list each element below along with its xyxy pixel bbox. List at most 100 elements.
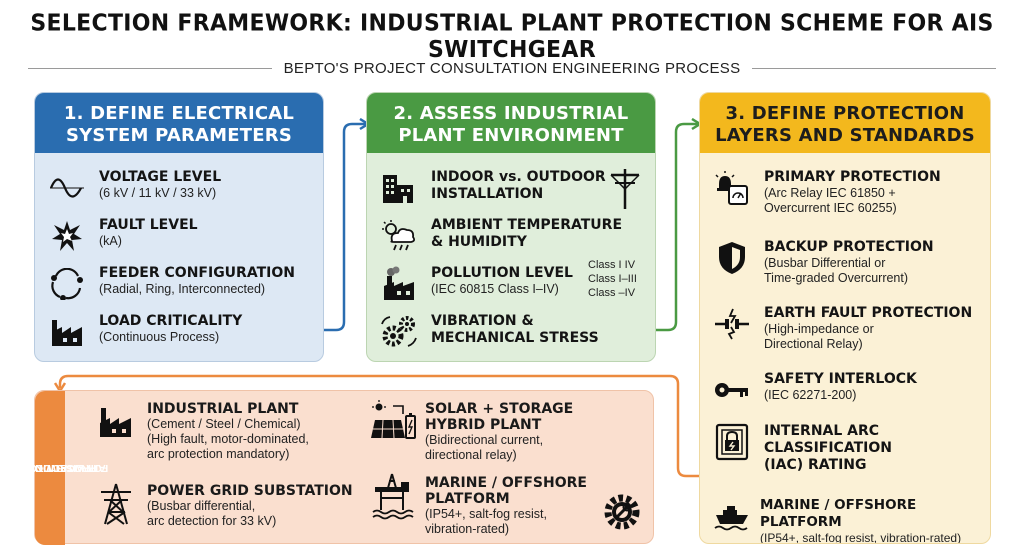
solar-battery-icon bbox=[371, 400, 417, 443]
item-title: CLASSIFICATION bbox=[764, 440, 892, 456]
scenario-desc: (Busbar differential, bbox=[147, 499, 256, 513]
step3-item-marine: MARINE / OFFSHORE PLATFORM(IP54+, salt-f… bbox=[710, 497, 990, 543]
item-title: FAULT LEVEL bbox=[99, 217, 198, 233]
scenario-power-grid: POWER GRID SUBSTATION(Busbar differentia… bbox=[93, 483, 353, 529]
class-label: Class I–III bbox=[588, 273, 637, 285]
step3-item-interlock: SAFETY INTERLOCK(IEC 62271-200) bbox=[710, 371, 917, 409]
item-desc: (High-impedance or bbox=[764, 322, 874, 336]
scenarios-side-label: APPLICATION SCENARIOS FOR AIS SWITCHGEAR… bbox=[0, 391, 108, 545]
item-title: SAFETY INTERLOCK bbox=[764, 371, 917, 387]
item-desc: (6 kV / 11 kV / 33 kV) bbox=[99, 186, 217, 200]
divider-right bbox=[752, 67, 997, 69]
item-desc: Time-graded Overcurrent) bbox=[764, 271, 909, 285]
item-title: VIBRATION & bbox=[431, 313, 534, 329]
step2-item-ambient: AMBIENT TEMPERATURE& HUMIDITY bbox=[377, 217, 622, 255]
scenario-industrial-plant: INDUSTRIAL PLANT(Cement / Steel / Chemic… bbox=[93, 401, 309, 462]
item-desc: Directional Relay) bbox=[764, 337, 863, 351]
item-title: PRIMARY PROTECTION bbox=[764, 169, 941, 185]
scenario-desc: (IP54+, salt-fog resist, bbox=[425, 507, 547, 521]
factory-icon bbox=[45, 313, 89, 351]
class-label: Class I IV bbox=[588, 259, 636, 271]
side-label-line3: PROTECTION bbox=[27, 462, 97, 474]
page-title: SELECTION FRAMEWORK: INDUSTRIAL PLANT PR… bbox=[30, 10, 994, 64]
item-desc: (IEC 62271-200) bbox=[764, 388, 857, 402]
item-desc: (kA) bbox=[99, 234, 122, 248]
scenario-title: POWER GRID SUBSTATION bbox=[147, 483, 353, 499]
scenario-desc: vibration-rated) bbox=[425, 522, 510, 536]
pollution-class-list: Class I IV Class I–III Class –IV bbox=[588, 258, 637, 300]
scenario-desc: (High fault, motor-dominated, bbox=[147, 432, 309, 446]
step3-heading: 3. DEFINE PROTECTION LAYERS AND STANDARD… bbox=[700, 93, 990, 153]
weather-icon bbox=[377, 217, 421, 255]
ship-icon bbox=[710, 497, 754, 535]
item-title: LOAD CRITICALITY bbox=[99, 313, 243, 329]
step1-heading-line1: 1. DEFINE ELECTRICAL bbox=[63, 103, 295, 124]
item-title: & HUMIDITY bbox=[431, 234, 527, 250]
transmission-tower-icon bbox=[93, 483, 139, 525]
step3-heading-line1: 3. DEFINE PROTECTION bbox=[725, 103, 965, 124]
item-title: POLLUTION LEVEL bbox=[431, 265, 573, 281]
arrow-step2-to-step3 bbox=[656, 118, 702, 332]
item-desc: Overcurrent IEC 60255) bbox=[764, 201, 897, 215]
step1-heading: 1. DEFINE ELECTRICAL SYSTEM PARAMETERS bbox=[35, 93, 323, 153]
buildings-icon bbox=[377, 169, 421, 207]
scenario-desc: arc detection for 33 kV) bbox=[147, 514, 277, 528]
gears-icon bbox=[377, 313, 421, 351]
factory-icon bbox=[93, 401, 139, 443]
item-title: AMBIENT TEMPERATURE bbox=[431, 217, 623, 233]
item-title: (IAC) RATING bbox=[764, 457, 867, 473]
earth-fault-icon bbox=[710, 305, 754, 343]
scenario-title: PLATFORM bbox=[425, 491, 510, 507]
step2-item-vibration: VIBRATION &MECHANICAL STRESS bbox=[377, 313, 599, 351]
shield-icon bbox=[710, 239, 754, 277]
step3-heading-line2: LAYERS AND STANDARDS bbox=[715, 125, 975, 146]
scenario-desc: arc protection mandatory) bbox=[147, 447, 290, 461]
step1-item-feeder: FEEDER CONFIGURATION(Radial, Ring, Inter… bbox=[45, 265, 295, 303]
item-title: INSTALLATION bbox=[431, 186, 544, 202]
step3-item-primary: PRIMARY PROTECTION(Arc Relay IEC 61850 +… bbox=[710, 169, 941, 216]
oil-platform-icon bbox=[371, 473, 417, 520]
scenario-desc: directional relay) bbox=[425, 448, 517, 462]
power-pole-icon bbox=[607, 167, 643, 211]
arrow-step1-to-step2 bbox=[324, 118, 370, 332]
step2-heading-line2: PLANT ENVIRONMENT bbox=[398, 125, 624, 146]
sine-wave-icon bbox=[45, 169, 89, 207]
step3-item-earth-fault: EARTH FAULT PROTECTION(High-impedance or… bbox=[710, 305, 972, 352]
gear-wrench-icon bbox=[601, 491, 643, 533]
class-label: Class –IV bbox=[588, 287, 636, 299]
step1-heading-line2: SYSTEM PARAMETERS bbox=[66, 125, 292, 146]
scenario-desc: (Cement / Steel / Chemical) bbox=[147, 417, 301, 431]
locked-panel-icon bbox=[710, 423, 754, 461]
cycle-arrows-icon bbox=[45, 265, 89, 303]
item-desc: (Busbar Differential or bbox=[764, 256, 886, 270]
item-title: FEEDER CONFIGURATION bbox=[99, 265, 295, 281]
item-title: VOLTAGE LEVEL bbox=[99, 169, 222, 185]
step2-panel: 2. ASSESS INDUSTRIAL PLANT ENVIRONMENT I… bbox=[366, 92, 656, 362]
item-title: INTERNAL ARC bbox=[764, 423, 880, 439]
scenario-title: HYBRID PLANT bbox=[425, 417, 542, 433]
scenario-title: INDUSTRIAL PLANT bbox=[147, 401, 299, 417]
step2-heading-line1: 2. ASSESS INDUSTRIAL bbox=[393, 103, 629, 124]
item-title: MECHANICAL STRESS bbox=[431, 330, 599, 346]
item-desc: (Arc Relay IEC 61850 + bbox=[764, 186, 896, 200]
step3-panel: 3. DEFINE PROTECTION LAYERS AND STANDARD… bbox=[699, 92, 991, 544]
item-desc: (Radial, Ring, Interconnected) bbox=[99, 282, 266, 296]
scenario-title: MARINE / OFFSHORE bbox=[425, 475, 587, 491]
step1-panel: 1. DEFINE ELECTRICAL SYSTEM PARAMETERS V… bbox=[34, 92, 324, 362]
step2-item-pollution: POLLUTION LEVEL(IEC 60815 Class I–IV) bbox=[377, 265, 573, 303]
item-desc: (IEC 60815 Class I–IV) bbox=[431, 282, 559, 296]
polluting-factory-icon bbox=[377, 265, 421, 303]
item-title: INDOOR vs. OUTDOOR bbox=[431, 169, 606, 185]
scenario-desc: (Bidirectional current, bbox=[425, 433, 544, 447]
step1-item-voltage: VOLTAGE LEVEL(6 kV / 11 kV / 33 kV) bbox=[45, 169, 221, 207]
step2-heading: 2. ASSESS INDUSTRIAL PLANT ENVIRONMENT bbox=[367, 93, 655, 153]
step1-item-fault: FAULT LEVEL(kA) bbox=[45, 217, 198, 255]
fault-burst-icon bbox=[45, 217, 89, 255]
item-title: MARINE / OFFSHORE PLATFORM bbox=[760, 497, 917, 530]
scenario-title: SOLAR + STORAGE bbox=[425, 401, 574, 417]
item-title: BACKUP PROTECTION bbox=[764, 239, 934, 255]
key-icon bbox=[710, 371, 754, 409]
